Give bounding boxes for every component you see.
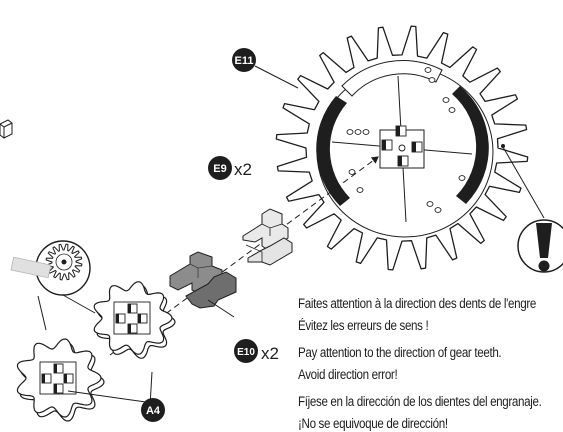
leader-line <box>254 65 299 89</box>
connector-e9-part <box>242 208 293 266</box>
svg-text:x2: x2 <box>261 344 279 363</box>
part-badge-a4: A4 <box>141 398 165 422</box>
svg-text:x2: x2 <box>234 160 252 179</box>
part-badge-e11: E11 <box>232 48 256 72</box>
leader-line <box>62 294 96 314</box>
leader-line <box>207 299 235 318</box>
warning-text-es-1: Fíjese en la dirección de los dientes de… <box>298 394 542 409</box>
warning-text-es-2: ¡No se equivoque de dirección! <box>298 416 448 431</box>
leader-line <box>37 295 47 331</box>
svg-text:A4: A4 <box>146 405 161 417</box>
connector-e10-part <box>169 251 237 309</box>
leader-line <box>67 390 147 403</box>
leader-line <box>502 146 545 219</box>
detail-magnifier <box>10 240 91 296</box>
part-badge-e9: E9 x2 <box>208 156 252 180</box>
large-gear-e11 <box>275 25 529 271</box>
warning-text-en-1: Pay attention to the direction of gear t… <box>298 345 502 360</box>
svg-text:E11: E11 <box>235 55 254 67</box>
small-gear-a4-back <box>93 281 176 359</box>
svg-text:E9: E9 <box>213 163 226 175</box>
warning-text-fr-2: Évitez les erreurs de sens ! <box>298 318 429 333</box>
edge-cube-part <box>0 119 13 139</box>
part-badge-e10: E10 x2 <box>234 339 279 363</box>
exclamation-icon <box>517 219 563 273</box>
svg-text:E10: E10 <box>237 347 255 358</box>
small-gear-a4-front <box>16 338 105 422</box>
warning-text-en-2: Avoid direction error! <box>298 367 398 382</box>
warning-text-fr-1: Faites attention à la direction des dent… <box>298 296 536 311</box>
